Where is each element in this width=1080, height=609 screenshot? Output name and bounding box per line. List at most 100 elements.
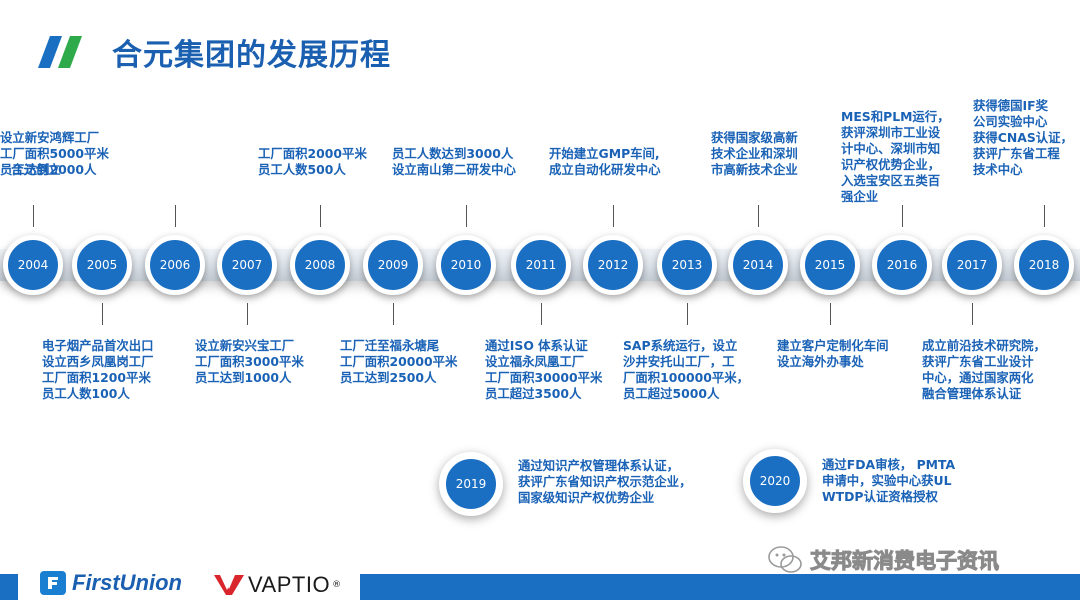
milestone-text-2019: 通过知识产权管理体系认证，获评广东省知识产权示范企业，国家级知识产权优势企业: [518, 458, 691, 506]
milestone-line: 工厂面积30000平米: [485, 370, 603, 385]
milestone-line: 设立海外办事处: [777, 354, 864, 369]
milestone-line: 工厂面积3000平米: [195, 354, 304, 369]
milestone-line: 设立新安兴宝工厂: [195, 338, 295, 353]
milestone-line: 设立南山第二研发中心: [392, 162, 516, 177]
year-label: 2005: [86, 258, 118, 272]
milestone-text-2008: 设立新安鸿辉工厂工厂面积5000平米员工达到2000人: [0, 130, 109, 178]
milestone-line: SAP系统运行，设立: [623, 338, 738, 353]
year-label: 2016: [886, 258, 918, 272]
year-label: 2008: [304, 258, 336, 272]
milestone-line: 获得CNAS认证，: [973, 130, 1073, 145]
milestone-text-2012: 开始建立GMP车间,成立自动化研发中心: [549, 146, 661, 178]
milestone-line: 识产权优势企业，: [841, 157, 941, 172]
vaptio-logo: VAPTIO ®: [214, 572, 341, 598]
milestone-line: 技术中心: [973, 162, 1023, 177]
connector-line: [1044, 205, 1045, 227]
milestone-text-2011: 通过ISO 体系认证设立福永凤凰工厂工厂面积30000平米员工超过3500人: [485, 338, 602, 402]
firstunion-logo-text: FirstUnion: [72, 570, 182, 595]
milestone-line: 员工达到2000人: [0, 162, 97, 177]
connector-line: [541, 303, 542, 325]
milestone-line: 获评广东省知识产权示范企业，: [518, 474, 692, 489]
milestone-text-2016: MES和PLM运行，获评深圳市工业设计中心、深圳市知识产权优势企业，入选宝安区五…: [841, 109, 950, 205]
connector-line: [830, 303, 831, 325]
year-node-2020: 2020: [743, 449, 807, 513]
footer-bar-left: [0, 574, 18, 600]
milestone-line: 设立福永凤凰工厂: [485, 354, 585, 369]
connector-line: [33, 205, 34, 227]
milestone-text-2010: 员工人数达到3000人设立南山第二研发中心: [392, 146, 516, 178]
milestone-line: 强企业: [841, 189, 879, 204]
milestone-line: 获评广东省工程: [973, 146, 1060, 161]
connector-line: [175, 205, 176, 227]
wechat-icon: [768, 546, 802, 573]
year-label: 2020: [759, 474, 791, 488]
milestone-text-2009: 工厂迁至福永塘尾工厂面积20000平米员工达到2500人: [340, 338, 457, 386]
milestone-line: 中心，通过国家两化: [922, 370, 1034, 385]
milestone-line: 获评广东省工业设计: [922, 354, 1034, 369]
milestone-text-2007: 设立新安兴宝工厂工厂面积3000平米员工达到1000人: [195, 338, 304, 386]
year-label: 2004: [17, 258, 49, 272]
year-label: 2015: [814, 258, 846, 272]
milestone-text-2006: 工厂面积2000平米员工人数500人: [258, 146, 367, 178]
milestone-line: 申请中，实验中心获UL: [822, 473, 952, 488]
milestone-line: 厂面积100000平米，: [623, 370, 750, 385]
year-label: 2013: [671, 258, 703, 272]
connector-line: [613, 205, 614, 227]
year-label: 2019: [455, 477, 487, 491]
milestone-line: 建立客户定制化车间: [777, 338, 889, 353]
milestone-line: 通过ISO 体系认证: [485, 338, 588, 353]
firstunion-logo-icon: [40, 571, 66, 595]
year-node-2015: 2015: [800, 235, 860, 295]
connector-line: [247, 303, 248, 325]
milestone-text-2014: 获得国家级高新技术企业和深圳市高新技术企业: [711, 130, 798, 178]
milestone-line: 工厂迁至福永塘尾: [340, 338, 440, 353]
year-node-2010: 2010: [436, 235, 496, 295]
milestone-line: 国家级知识产权优势企业: [518, 490, 655, 505]
milestone-line: 获得德国IF奖: [973, 98, 1049, 113]
year-label: 2017: [956, 258, 988, 272]
year-label: 2014: [742, 258, 774, 272]
connector-line: [972, 303, 973, 325]
milestone-line: 电子烟产品首次出口: [42, 338, 154, 353]
milestone-line: 公司实验中心: [973, 114, 1048, 129]
year-node-2006: 2006: [145, 235, 205, 295]
milestone-line: 获评深圳市工业设: [841, 125, 941, 140]
milestone-text-2015: 建立客户定制化车间设立海外办事处: [777, 338, 889, 370]
firstunion-logo: FirstUnion: [40, 570, 182, 596]
year-label: 2018: [1028, 258, 1060, 272]
year-node-2019: 2019: [439, 452, 503, 516]
milestone-line: 员工超过3500人: [485, 386, 582, 401]
connector-line: [687, 303, 688, 325]
milestone-line: 员工人数500人: [258, 162, 346, 177]
milestone-line: 沙井安托山工厂，工: [623, 354, 735, 369]
year-node-2009: 2009: [363, 235, 423, 295]
milestone-line: WTDP认证资格授权: [822, 489, 938, 504]
milestone-line: 成立自动化研发中心: [549, 162, 661, 177]
milestone-line: 工厂面积5000平米: [0, 146, 109, 161]
year-node-2014: 2014: [728, 235, 788, 295]
year-node-2008: 2008: [290, 235, 350, 295]
year-node-2012: 2012: [583, 235, 643, 295]
milestone-line: 设立西乡凤凰岗工厂: [42, 354, 154, 369]
milestone-line: 员工人数达到3000人: [392, 146, 514, 161]
year-label: 2012: [597, 258, 629, 272]
watermark: 艾邦新消费电子资讯: [768, 545, 1000, 575]
milestone-line: 技术企业和深圳: [711, 146, 798, 161]
milestone-line: 成立前沿技术研究院，: [922, 338, 1046, 353]
year-node-2007: 2007: [217, 235, 277, 295]
year-node-2011: 2011: [511, 235, 571, 295]
milestone-line: 员工超过5000人: [623, 386, 720, 401]
milestone-line: 市高新技术企业: [711, 162, 798, 177]
milestone-line: 入选宝安区五类百: [841, 173, 941, 188]
milestone-text-2017: 成立前沿技术研究院，获评广东省工业设计中心，通过国家两化融合管理体系认证: [922, 338, 1046, 402]
watermark-text: 艾邦新消费电子资讯: [810, 549, 1000, 574]
year-node-2018: 2018: [1014, 235, 1074, 295]
milestone-line: 合元创立: [11, 162, 61, 177]
year-node-2013: 2013: [657, 235, 717, 295]
connector-line: [758, 205, 759, 227]
milestone-line: 工厂面积20000平米: [340, 354, 458, 369]
milestone-text-2005: 电子烟产品首次出口设立西乡凤凰岗工厂工厂面积1200平米员工人数100人: [42, 338, 154, 402]
milestone-line: 员工达到2500人: [340, 370, 437, 385]
vaptio-logo-icon: [214, 575, 244, 595]
milestone-text-2004: 合元创立: [11, 162, 61, 178]
